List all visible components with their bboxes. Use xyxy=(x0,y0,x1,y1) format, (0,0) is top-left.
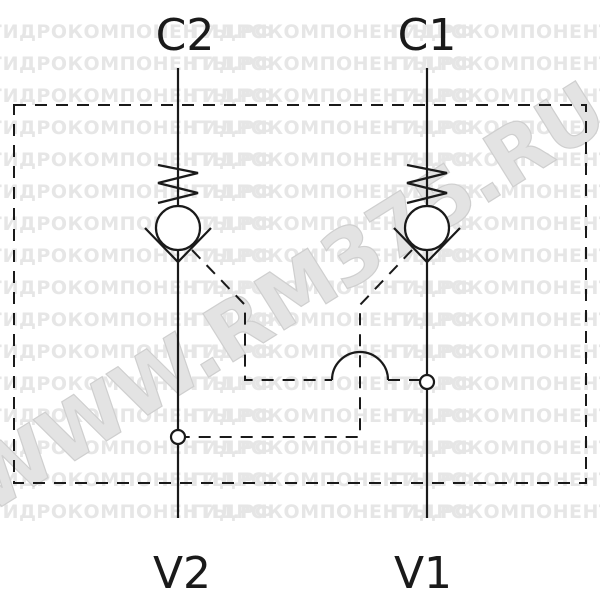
watermark-row: ГИДРОКОМПОНЕНТЫ.РФ xyxy=(190,501,474,523)
watermark-row: ГИДРОКОМПОНЕНТЫ.РФ xyxy=(390,117,600,139)
check-valve-ball-right xyxy=(403,204,451,252)
watermark-row: ГИДРОКОМПОНЕНТЫ.РФ xyxy=(0,373,274,395)
watermark-row: ГИДРОКОМПОНЕНТЫ.РФ xyxy=(0,181,274,203)
line-crossing-hop xyxy=(330,350,390,381)
check-valve-ball-left xyxy=(154,204,202,252)
watermark-row: ГИДРОКОМПОНЕНТЫ.РФ xyxy=(390,469,600,491)
watermark-row: ГИДРОКОМПОНЕНТЫ.РФ xyxy=(0,85,274,107)
valve-body-outline xyxy=(13,104,587,484)
junction-node-v2 xyxy=(169,428,187,446)
watermark-row: ГИДРОКОМПОНЕНТЫ.РФ xyxy=(0,21,274,43)
watermark-row: ГИДРОКОМПОНЕНТЫ.РФ xyxy=(0,213,274,235)
spring-right xyxy=(406,163,448,205)
watermark-row: ГИДРОКОМПОНЕНТЫ.РФ xyxy=(390,21,600,43)
watermark-row: ГИДРОКОМПОНЕНТЫ.РФ xyxy=(390,277,600,299)
pilot-line-right xyxy=(178,249,413,438)
watermark-row: ГИДРОКОМПОНЕНТЫ.РФ xyxy=(190,373,474,395)
watermark-row: ГИДРОКОМПОНЕНТЫ.РФ xyxy=(0,149,274,171)
watermark-row: ГИДРОКОМПОНЕНТЫ.РФ xyxy=(190,213,474,235)
watermark-row: ГИДРОКОМПОНЕНТЫ.РФ xyxy=(190,437,474,459)
watermark-row: ГИДРОКОМПОНЕНТЫ.РФ xyxy=(390,85,600,107)
check-valve-seat-right xyxy=(393,227,461,264)
watermark-row: ГИДРОКОМПОНЕНТЫ.РФ xyxy=(190,117,474,139)
watermark-row: ГИДРОКОМПОНЕНТЫ.РФ xyxy=(190,245,474,267)
watermark-row: ГИДРОКОМПОНЕНТЫ.РФ xyxy=(0,501,274,523)
port-label-c1: C1 xyxy=(398,10,457,61)
watermark-row: ГИДРОКОМПОНЕНТЫ.РФ xyxy=(390,149,600,171)
port-label-v1: V1 xyxy=(394,548,452,599)
watermark-row: ГИДРОКОМПОНЕНТЫ.РФ xyxy=(390,437,600,459)
watermark-row: ГИДРОКОМПОНЕНТЫ.РФ xyxy=(0,53,274,75)
watermark-row: ГИДРОКОМПОНЕНТЫ.РФ xyxy=(190,53,474,75)
watermark-row: ГИДРОКОМПОНЕНТЫ.РФ xyxy=(390,53,600,75)
spring-left xyxy=(157,163,199,205)
watermark-row: ГИДРОКОМПОНЕНТЫ.РФ xyxy=(190,405,474,427)
watermark-row: ГИДРОКОМПОНЕНТЫ.РФ xyxy=(390,341,600,363)
watermark-row: ГИДРОКОМПОНЕНТЫ.РФ xyxy=(390,373,600,395)
watermark-row: ГИДРОКОМПОНЕНТЫ.РФ xyxy=(0,245,274,267)
watermark-row: ГИДРОКОМПОНЕНТЫ.РФ xyxy=(0,309,274,331)
watermark-row: ГИДРОКОМПОНЕНТЫ.РФ xyxy=(190,85,474,107)
port-label-v2: V2 xyxy=(153,548,211,599)
watermark-row: ГИДРОКОМПОНЕНТЫ.РФ xyxy=(390,309,600,331)
watermark-row: ГИДРОКОМПОНЕНТЫ.РФ xyxy=(190,181,474,203)
watermark-row: ГИДРОКОМПОНЕНТЫ.РФ xyxy=(0,437,274,459)
junction-node-v1 xyxy=(418,373,436,391)
pilot-line-left xyxy=(191,249,332,381)
watermark-row: ГИДРОКОМПОНЕНТЫ.РФ xyxy=(190,21,474,43)
watermark-layer: ГИДРОКОМПОНЕНТЫ.РФ ГИДРОКОМПОНЕНТЫ.РФ ГИ… xyxy=(0,21,600,531)
watermark-row: ГИДРОКОМПОНЕНТЫ.РФ xyxy=(390,181,600,203)
watermark-row: ГИДРОКОМПОНЕНТЫ.РФ xyxy=(0,277,274,299)
watermark-row: ГИДРОКОМПОНЕНТЫ.РФ xyxy=(0,405,274,427)
watermark-row: ГИДРОКОМПОНЕНТЫ.РФ xyxy=(0,117,274,139)
watermark-row: ГИДРОКОМПОНЕНТЫ.РФ xyxy=(190,149,474,171)
watermark-row: ГИДРОКОМПОНЕНТЫ.РФ xyxy=(390,245,600,267)
watermark-row: ГИДРОКОМПОНЕНТЫ.РФ xyxy=(190,309,474,331)
watermark-row: ГИДРОКОМПОНЕНТЫ.РФ xyxy=(0,469,274,491)
watermark-row: ГИДРОКОМПОНЕНТЫ.РФ xyxy=(0,341,274,363)
watermark-row: ГИДРОКОМПОНЕНТЫ.РФ xyxy=(390,501,600,523)
watermark-row: ГИДРОКОМПОНЕНТЫ.РФ xyxy=(190,469,474,491)
check-valve-seat-left xyxy=(144,227,212,264)
watermark-row: ГИДРОКОМПОНЕНТЫ.РФ xyxy=(390,405,600,427)
watermark-row: ГИДРОКОМПОНЕНТЫ.РФ xyxy=(190,277,474,299)
watermark-row: ГИДРОКОМПОНЕНТЫ.РФ xyxy=(190,341,474,363)
port-label-c2: C2 xyxy=(156,10,215,61)
